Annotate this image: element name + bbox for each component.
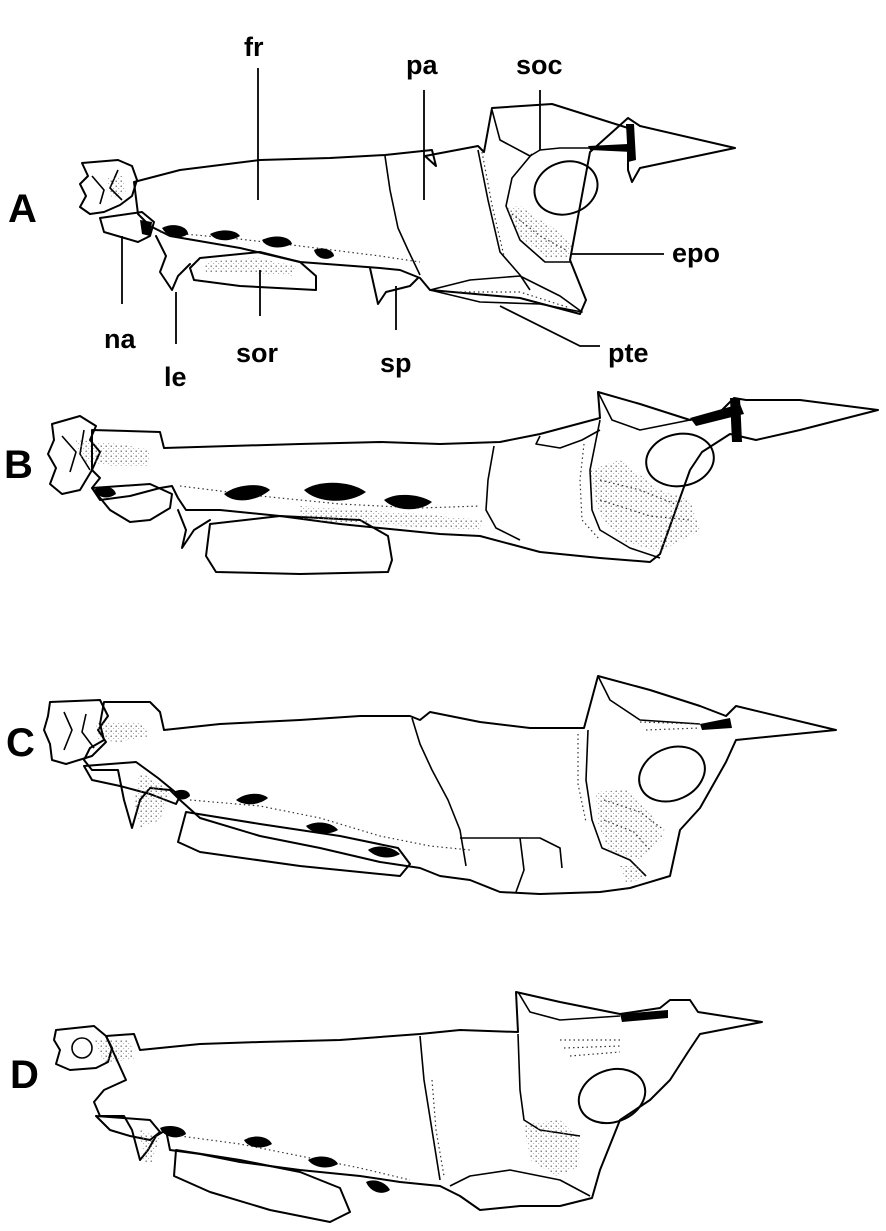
frontal-bone-b — [92, 392, 878, 562]
fenestra-c — [630, 736, 713, 811]
label-na: na — [104, 324, 136, 354]
panel-a: A — [8, 32, 735, 392]
nasal-rosette-b — [48, 416, 150, 494]
label-sp: sp — [380, 348, 412, 378]
frontal-parietal-suture-a — [385, 156, 420, 275]
panel-d: D — [10, 992, 762, 1222]
panel-letter-b: B — [4, 443, 33, 487]
panel-letter-a: A — [8, 187, 37, 231]
label-fr: fr — [244, 32, 264, 62]
nasal-rosette-d — [54, 1026, 134, 1070]
panel-b: B — [4, 392, 878, 574]
lateral-ethmoid-a — [156, 236, 190, 290]
frontal-bone-c — [84, 676, 836, 894]
label-soc: soc — [516, 50, 563, 80]
lateral-ethmoid-b — [178, 510, 210, 548]
label-pte: pte — [608, 338, 649, 368]
pterotic-a — [430, 276, 582, 312]
label-le: le — [164, 362, 187, 392]
label-sor: sor — [236, 338, 279, 368]
frontal-parietal-suture-b — [486, 446, 520, 540]
label-epo: epo — [672, 238, 720, 268]
fenestra-b — [642, 428, 718, 491]
fenestra-a — [528, 153, 605, 222]
fenestra-d — [571, 1060, 653, 1132]
frontal-parietal-suture-d — [420, 1036, 440, 1180]
supraorbital-b — [206, 516, 392, 574]
panel-c: C — [6, 676, 836, 894]
frontal-bone-a — [134, 104, 735, 314]
label-pa: pa — [406, 50, 438, 80]
panel-letter-c: C — [6, 721, 35, 765]
panel-letter-d: D — [10, 1053, 39, 1097]
nasal-rosette-a — [80, 160, 137, 214]
nasal-rosette-c — [44, 700, 150, 764]
